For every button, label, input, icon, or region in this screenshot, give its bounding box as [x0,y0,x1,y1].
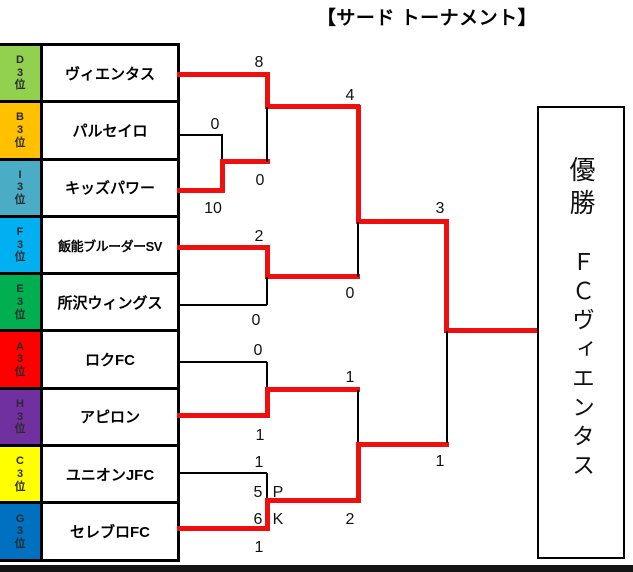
team-name: ユニオンJFC [40,444,180,505]
score-r1b-unionjfc: 1 [254,454,264,471]
team-name: パルセイロ [40,100,180,161]
score-qf3-rokufc: 0 [253,342,263,359]
score-qf2-tokorozawa: 0 [251,312,261,329]
score-sf2-apiron: 1 [345,369,355,386]
label-pk-k: K [272,511,284,528]
bracket-line-tokorozawa [177,304,267,306]
score-r1b-cerebro: 1 [254,539,264,556]
team-name: アピロン [40,386,180,448]
bracket-join-r1a-upper [221,134,223,162]
score-final-cerebro: 1 [435,453,445,470]
bracket-join-qf2-lower [266,277,268,305]
bracket-line-sf2-winner [356,442,449,447]
bracket-line-vientas [177,72,270,77]
team-name: セレブロFC [40,501,180,562]
bracket-line-qf3-winner [265,387,360,392]
score-qf2-hanno: 2 [254,228,264,245]
score-sf1-hanno: 0 [345,285,355,302]
bracket-line-qf1-winner [265,104,360,109]
score-qf1-kidspower: 0 [255,172,265,189]
score-r1a-parseiro: 0 [210,116,220,133]
bracket-join-final-lower [446,331,448,443]
champion-label: 優勝 [566,156,596,222]
champion-name: ＦＣヴィエンタス [568,250,595,482]
score-sf1-vientas: 4 [345,87,355,104]
bracket-join-qf3-lower [265,387,270,418]
team-name: 飯能ブルーダーSV [40,214,180,276]
bracket-line-unionjfc [177,472,267,474]
bracket-line-parseiro [177,134,223,136]
score-sf2-cerebro: 2 [345,511,355,528]
bracket-join-sf1-upper [356,105,361,224]
bracket-join-sf2-lower [356,442,361,503]
score-pk-unionjfc: 5 [253,484,263,501]
bracket-line-sf1-winner [356,219,449,224]
label-pk-p: P [272,484,284,501]
bracket-join-r1a-lower [220,159,225,191]
bracket-join-qf1-upper [265,73,270,109]
bracket-join-sf1-lower [357,222,359,277]
team-name: キッズパワー [40,157,180,218]
bracket-join-qf3-upper [266,362,268,390]
team-name: 所沢ウィングス [40,272,180,333]
team-name: ヴィエンタス [40,42,180,104]
bracket-line-kidspower [177,188,225,193]
bracket-line-rokufc [177,361,267,363]
bracket-join-r1b-lower [265,498,270,529]
bracket-line-hanno [177,245,270,250]
team-name: ロクFC [40,329,180,390]
bottom-divider-bar [0,565,633,572]
bracket-join-qf2-upper [265,246,270,279]
score-final-vientas: 3 [435,200,445,217]
bracket-line-r1b-winner [265,498,360,503]
bracket-join-sf2-upper [357,390,359,445]
bracket-join-final-upper [444,220,449,333]
score-r1a-kidspower: 10 [204,200,222,217]
page-title: 【サード トーナメント】 [316,8,538,29]
bracket-line-qf2-winner [265,274,360,279]
score-pk-cerebro: 6 [253,511,263,528]
bracket-line-apiron [177,413,270,418]
champion-box: 優勝 ＦＣヴィエンタス [537,106,625,559]
bracket-join-r1b-upper [266,473,268,501]
bracket-line-r1a-winner [220,159,270,164]
bracket-line-final-winner [445,328,537,333]
score-qf1-vientas: 8 [254,54,264,71]
bracket-line-cerebro [177,526,270,531]
score-qf3-apiron: 1 [255,427,265,444]
bracket-join-qf1-lower [266,107,268,162]
